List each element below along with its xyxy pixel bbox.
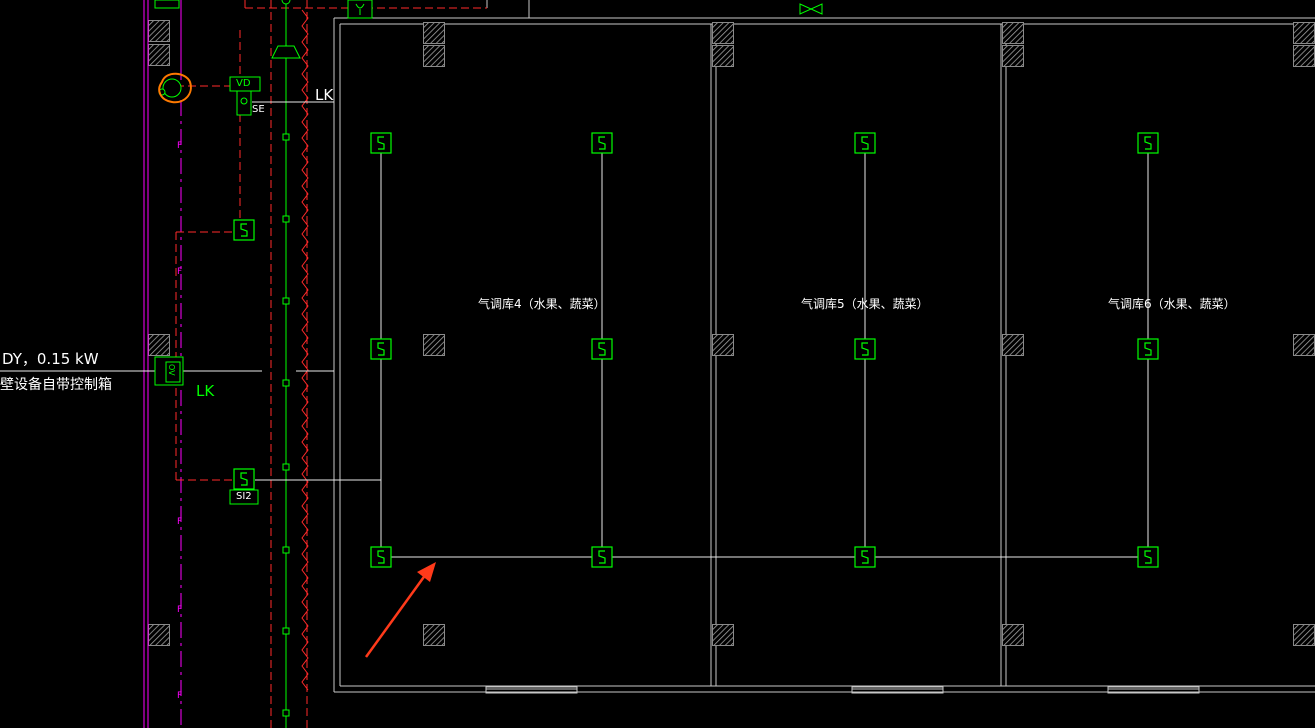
green-pipe xyxy=(271,0,301,728)
room-label-6: 气调库6（水果、蔬菜） xyxy=(1108,297,1236,311)
sensor-icon xyxy=(1137,546,1159,568)
sensor-icon xyxy=(370,338,392,360)
svg-text:F: F xyxy=(177,691,182,701)
sensor-icon xyxy=(233,468,255,490)
red-n-marks xyxy=(301,9,309,691)
sensor-icon xyxy=(591,546,613,568)
orange-revision-mark xyxy=(158,72,192,104)
left-equipment xyxy=(154,0,823,505)
red-pipes xyxy=(175,0,487,728)
sensor-icon xyxy=(854,338,876,360)
svg-text:F: F xyxy=(177,517,182,527)
red-arrow-annotation xyxy=(364,562,436,658)
sensor-icon xyxy=(370,132,392,154)
sensor-icon xyxy=(370,546,392,568)
walls xyxy=(333,0,1315,694)
si2-tag: SI2 xyxy=(236,491,252,502)
sensor-icon xyxy=(1137,132,1159,154)
se-tag: SE xyxy=(252,104,265,115)
control-panel-label: 壁设备自带控制箱 xyxy=(0,377,112,393)
sensor-icon xyxy=(591,338,613,360)
magenta-pipes xyxy=(143,0,182,728)
ov-tag: OV xyxy=(167,364,176,376)
sensor-icon xyxy=(591,132,613,154)
room-label-5: 气调库5（水果、蔬菜） xyxy=(801,297,929,311)
lk-label-top: LK xyxy=(315,86,334,104)
svg-text:F: F xyxy=(177,267,182,277)
sensor-icon xyxy=(233,219,255,241)
magenta-f-marks: F F F F F xyxy=(177,141,182,701)
sensor-icon xyxy=(1137,338,1159,360)
power-rating-label: DY，0.15 kW xyxy=(2,350,99,368)
sensor-icon xyxy=(854,132,876,154)
sensor-icon xyxy=(854,546,876,568)
room-label-4: 气调库4（水果、蔬菜） xyxy=(478,297,606,311)
svg-text:F: F xyxy=(177,141,182,151)
vd-tag: VD xyxy=(236,78,251,89)
wiring xyxy=(0,101,1149,558)
lk-label-mid: LK xyxy=(196,382,215,400)
svg-text:F: F xyxy=(177,605,182,615)
